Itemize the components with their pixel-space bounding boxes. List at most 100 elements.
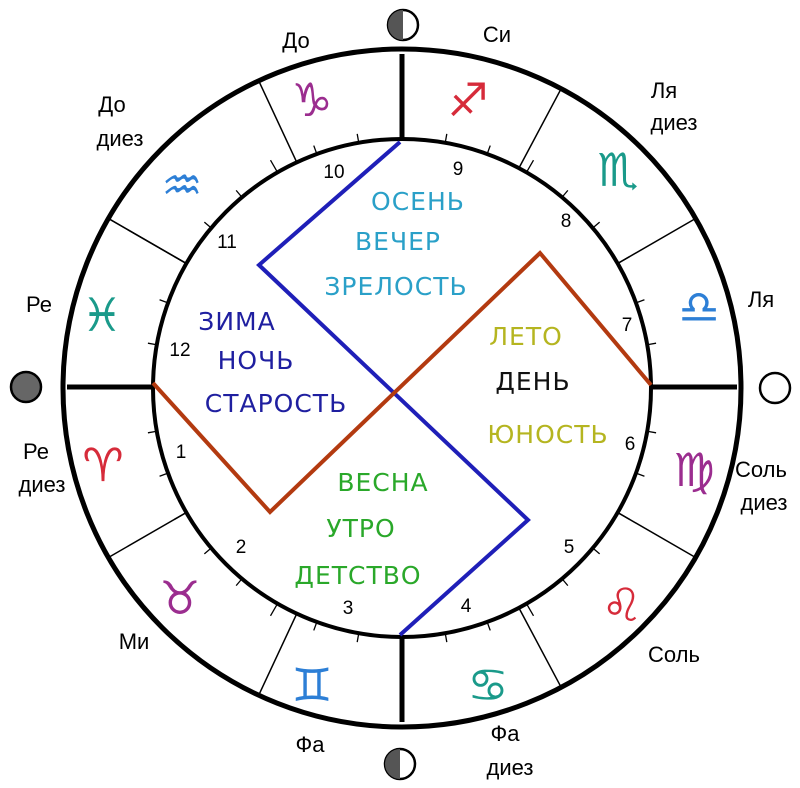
summer-age: ЮНОСТЬ [487, 420, 608, 449]
degree-tick [617, 511, 631, 521]
note-do-diez-1: До [98, 92, 125, 117]
house-number-11: 11 [217, 232, 237, 253]
red-zigzag-line [151, 250, 653, 515]
note-fa-diez-1: Фа [491, 721, 521, 746]
degree-tick [235, 578, 243, 587]
cancer-icon: ♋ [467, 658, 508, 712]
winter-season: ЗИМА [198, 307, 275, 336]
degree-tick [356, 133, 360, 143]
autumn-season: ОСЕНЬ [371, 187, 465, 216]
house-number-9: 9 [453, 159, 464, 180]
degree-tick [313, 621, 318, 631]
degree-tick [269, 159, 279, 173]
degree-tick [525, 159, 535, 173]
note-mi: Ми [119, 629, 150, 654]
degree-tick [269, 603, 279, 617]
aquarius-icon: ♒ [161, 158, 202, 212]
house-number-1: 1 [176, 442, 187, 463]
degree-tick [173, 255, 187, 265]
sector-divider [108, 511, 187, 559]
sector-divider [108, 217, 187, 265]
house-number-10: 10 [323, 162, 344, 183]
zodiac-layer: ♑ ♐ ♒ ♏ ♓ ♎ ♈ ♍ ♉ ♌ ♊ ♋ [81, 73, 719, 712]
degree-tick [592, 547, 601, 555]
libra-icon: ♎ [678, 280, 719, 334]
degree-tick [356, 633, 360, 643]
house-number-7: 7 [622, 315, 633, 336]
scorpio-icon: ♏ [597, 143, 638, 197]
degree-tick [635, 472, 645, 477]
degree-tick [525, 603, 535, 617]
house-number-6: 6 [625, 434, 636, 455]
degree-tick [313, 145, 318, 155]
degree-tick [561, 189, 569, 198]
note-sol-diez-1: Соль [735, 457, 787, 482]
sector-divider [258, 613, 298, 696]
degree-tick [147, 342, 157, 346]
sector-dividers [108, 80, 696, 696]
sector-divider [617, 217, 696, 265]
house-number-4: 4 [461, 596, 472, 617]
winter-time: НОЧЬ [218, 346, 295, 375]
moon-bottom-icon [383, 747, 417, 781]
degree-tick [617, 255, 631, 265]
degree-tick [486, 621, 491, 631]
degree-tick [203, 221, 212, 229]
note-do-diez-2: диез [97, 126, 144, 151]
degree-tick [647, 342, 657, 346]
moon-top-icon [386, 8, 420, 42]
degree-tick [561, 578, 569, 587]
winter-age: СТАРОСТЬ [205, 389, 347, 418]
note-re-diez-2: диез [19, 472, 66, 497]
leo-icon: ♌ [601, 578, 642, 632]
degree-tick [592, 221, 601, 229]
virgo-icon: ♍ [673, 443, 714, 497]
degree-tick [444, 133, 448, 143]
note-do: До [282, 28, 309, 53]
autumn-time: ВЕЧЕР [355, 227, 441, 256]
note-la-diez-1: Ля [651, 78, 677, 103]
degree-tick [647, 430, 657, 434]
new-moon-left-icon [9, 370, 43, 404]
degree-tick [159, 472, 169, 477]
degree-tick [159, 299, 169, 304]
sector-divider [518, 88, 562, 169]
house-number-8: 8 [561, 211, 572, 232]
house-number-2: 2 [236, 537, 247, 558]
note-sol-diez-2: диез [741, 490, 788, 515]
degree-tick [203, 547, 212, 555]
house-number-3: 3 [343, 598, 354, 619]
autumn-age: ЗРЕЛОСТЬ [324, 272, 467, 301]
taurus-icon: ♉ [159, 571, 200, 625]
summer-time: ДЕНЬ [495, 367, 570, 396]
degree-tick [635, 299, 645, 304]
sector-divider [617, 511, 696, 559]
degree-tick [444, 633, 448, 643]
degree-tick [235, 189, 243, 198]
degree-tick [147, 430, 157, 434]
aries-icon: ♈ [82, 438, 123, 492]
degree-tick [486, 145, 491, 155]
sector-divider [518, 607, 562, 688]
note-re-diez-1: Ре [23, 439, 49, 464]
capricorn-icon: ♑ [291, 73, 332, 127]
note-fa-diez-2: диез [487, 755, 534, 780]
sagittarius-icon: ♐ [447, 73, 488, 127]
sector-divider [258, 80, 298, 163]
note-si: Си [483, 22, 511, 47]
pisces-icon: ♓ [81, 288, 122, 342]
note-sol: Соль [648, 642, 700, 667]
spring-season: ВЕСНА [337, 468, 428, 497]
note-la-diez-2: диез [651, 110, 698, 135]
spring-time: УТРО [326, 514, 395, 543]
note-la: Ля [748, 287, 774, 312]
degree-ticks [147, 133, 657, 643]
summer-season: ЛЕТО [489, 322, 563, 351]
full-moon-right-icon [758, 371, 792, 405]
note-fa: Фа [296, 732, 326, 757]
note-re: Ре [26, 292, 52, 317]
gemini-icon: ♊ [291, 658, 332, 712]
outer-ring [60, 46, 744, 730]
